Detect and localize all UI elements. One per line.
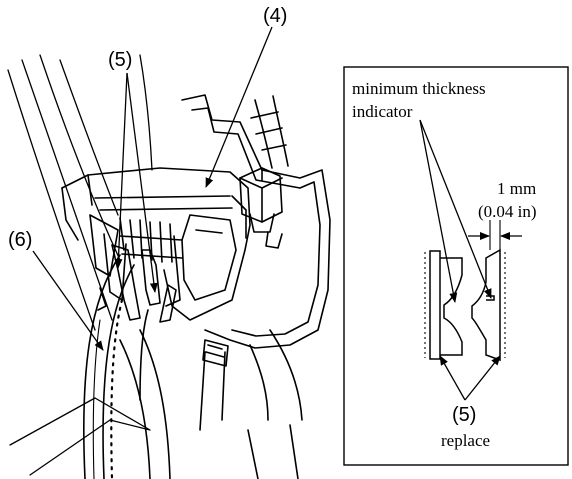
brake-hose [250,95,289,169]
leader-caliper [205,26,273,188]
main-callout-leaders [32,26,273,351]
replace-label: replace [441,431,491,450]
frame-lines [7,54,153,476]
inset-box [343,66,569,466]
main-illustration [7,54,331,479]
leader-indicator-left [419,119,458,303]
inset-leaders [419,119,501,401]
pad-cross-sections [424,220,506,362]
leader-indicator-right [419,119,492,299]
brake-disc [83,254,171,479]
dimension-mm: 1 mm [497,179,537,198]
leader-pad-outer [126,72,158,293]
leader-replace-left [439,355,466,401]
callout-caliper: (4) [263,5,288,27]
leader-disc [32,250,104,351]
indicator-label-line2: indicator [352,102,413,121]
inset-callout-pads: (5) [452,404,477,426]
leader-replace-right [464,355,501,401]
caliper-body [61,167,283,323]
callout-disc: (6) [8,229,33,251]
indicator-label-line1: minimum thickness [352,79,486,98]
dimension-in: (0.04 in) [478,202,537,221]
caliper-bracket [181,94,331,479]
callout-pads: (5) [108,49,133,71]
leader-pad-inner [114,72,128,269]
